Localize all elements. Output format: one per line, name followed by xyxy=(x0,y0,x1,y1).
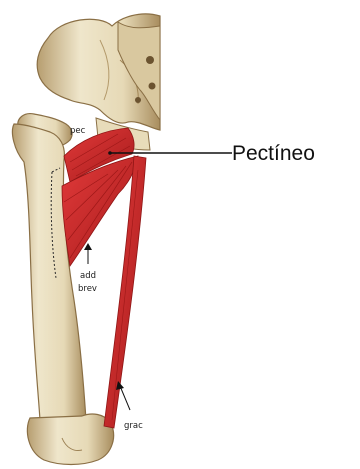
label-grac: grac xyxy=(124,421,143,431)
arrow-add-brev xyxy=(84,243,92,264)
label-pectineo: Pectíneo xyxy=(232,142,315,165)
label-add: add xyxy=(80,271,96,281)
label-brev: brev xyxy=(78,284,97,294)
label-pec: pec xyxy=(70,126,86,136)
